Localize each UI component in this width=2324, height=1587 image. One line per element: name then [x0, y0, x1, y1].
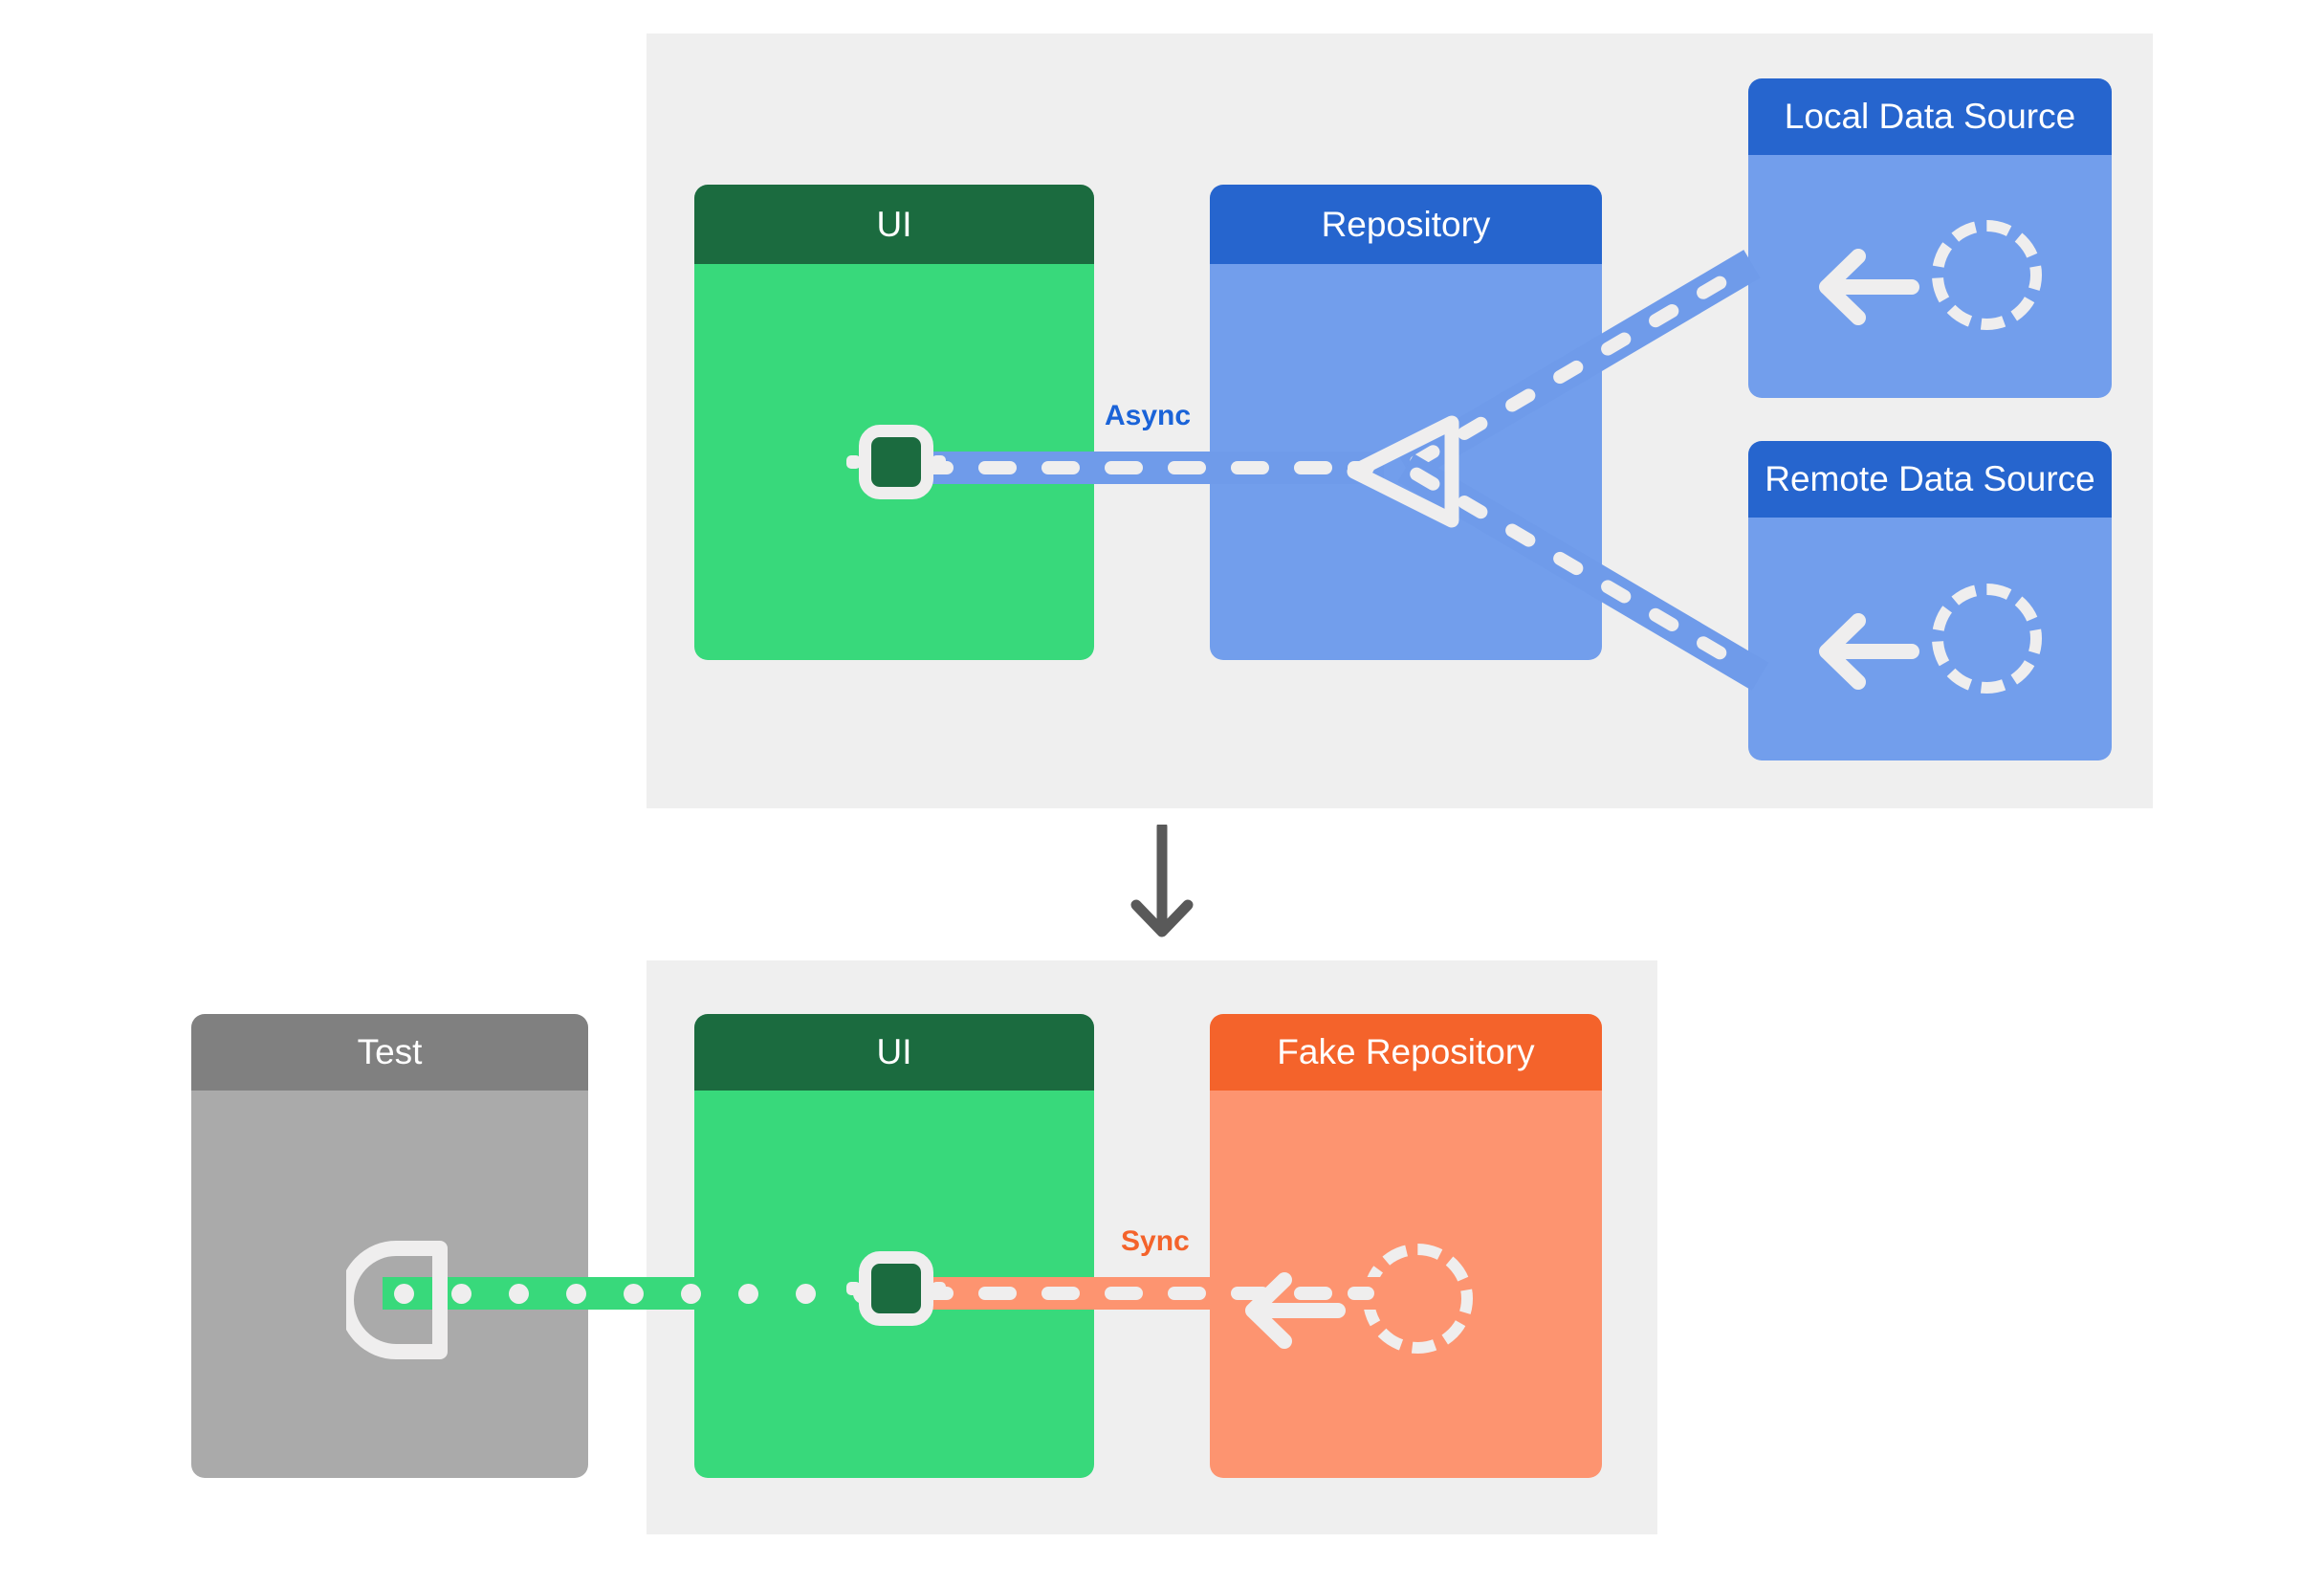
dashed-circle-icon	[1932, 220, 2042, 330]
local-data-source-body	[1748, 155, 2112, 398]
fake-repository-title: Fake Repository	[1210, 1014, 1602, 1091]
arrow-down-icon	[1130, 825, 1194, 937]
local-data-source-title: Local Data Source	[1748, 78, 2112, 155]
arrow-left-icon	[1819, 613, 1919, 690]
socket-plug-icon	[346, 1241, 448, 1359]
arrow-left-icon	[1245, 1272, 1346, 1349]
sync-edge-label: Sync	[1121, 1225, 1190, 1257]
remote-data-source-body	[1748, 518, 2112, 760]
module-chip-icon	[846, 1251, 946, 1326]
local-data-source-box[interactable]: Local Data Source	[1748, 78, 2112, 398]
module-chip-icon	[846, 425, 946, 499]
module-chip-frame	[859, 1251, 933, 1326]
dash-group	[906, 461, 1384, 474]
ui-box-production[interactable]: UI	[694, 185, 1094, 660]
test-to-ui-connector	[383, 1277, 918, 1310]
remote-data-source-title: Remote Data Source	[1748, 441, 2112, 518]
test-box-title: Test	[191, 1014, 588, 1091]
remote-data-source-box[interactable]: Remote Data Source	[1748, 441, 2112, 760]
module-chip-nub-right	[932, 1282, 946, 1295]
play-triangle-left-icon	[1347, 415, 1459, 528]
async-edge-label: Async	[1105, 400, 1192, 431]
module-chip-nub-right	[932, 455, 946, 469]
ui-box-title: UI	[694, 185, 1094, 264]
arrow-left-icon	[1819, 249, 1919, 325]
ui-box-title: UI	[694, 1014, 1094, 1091]
dashed-circle-icon	[1932, 584, 2042, 694]
module-chip-nub-left	[846, 455, 861, 469]
repository-box-title: Repository	[1210, 185, 1602, 264]
ui-box-test[interactable]: UI	[694, 1014, 1094, 1478]
dot-group	[383, 1284, 918, 1304]
module-chip-nub-left	[846, 1282, 861, 1295]
module-chip-frame	[859, 425, 933, 499]
async-connector	[906, 452, 1384, 484]
